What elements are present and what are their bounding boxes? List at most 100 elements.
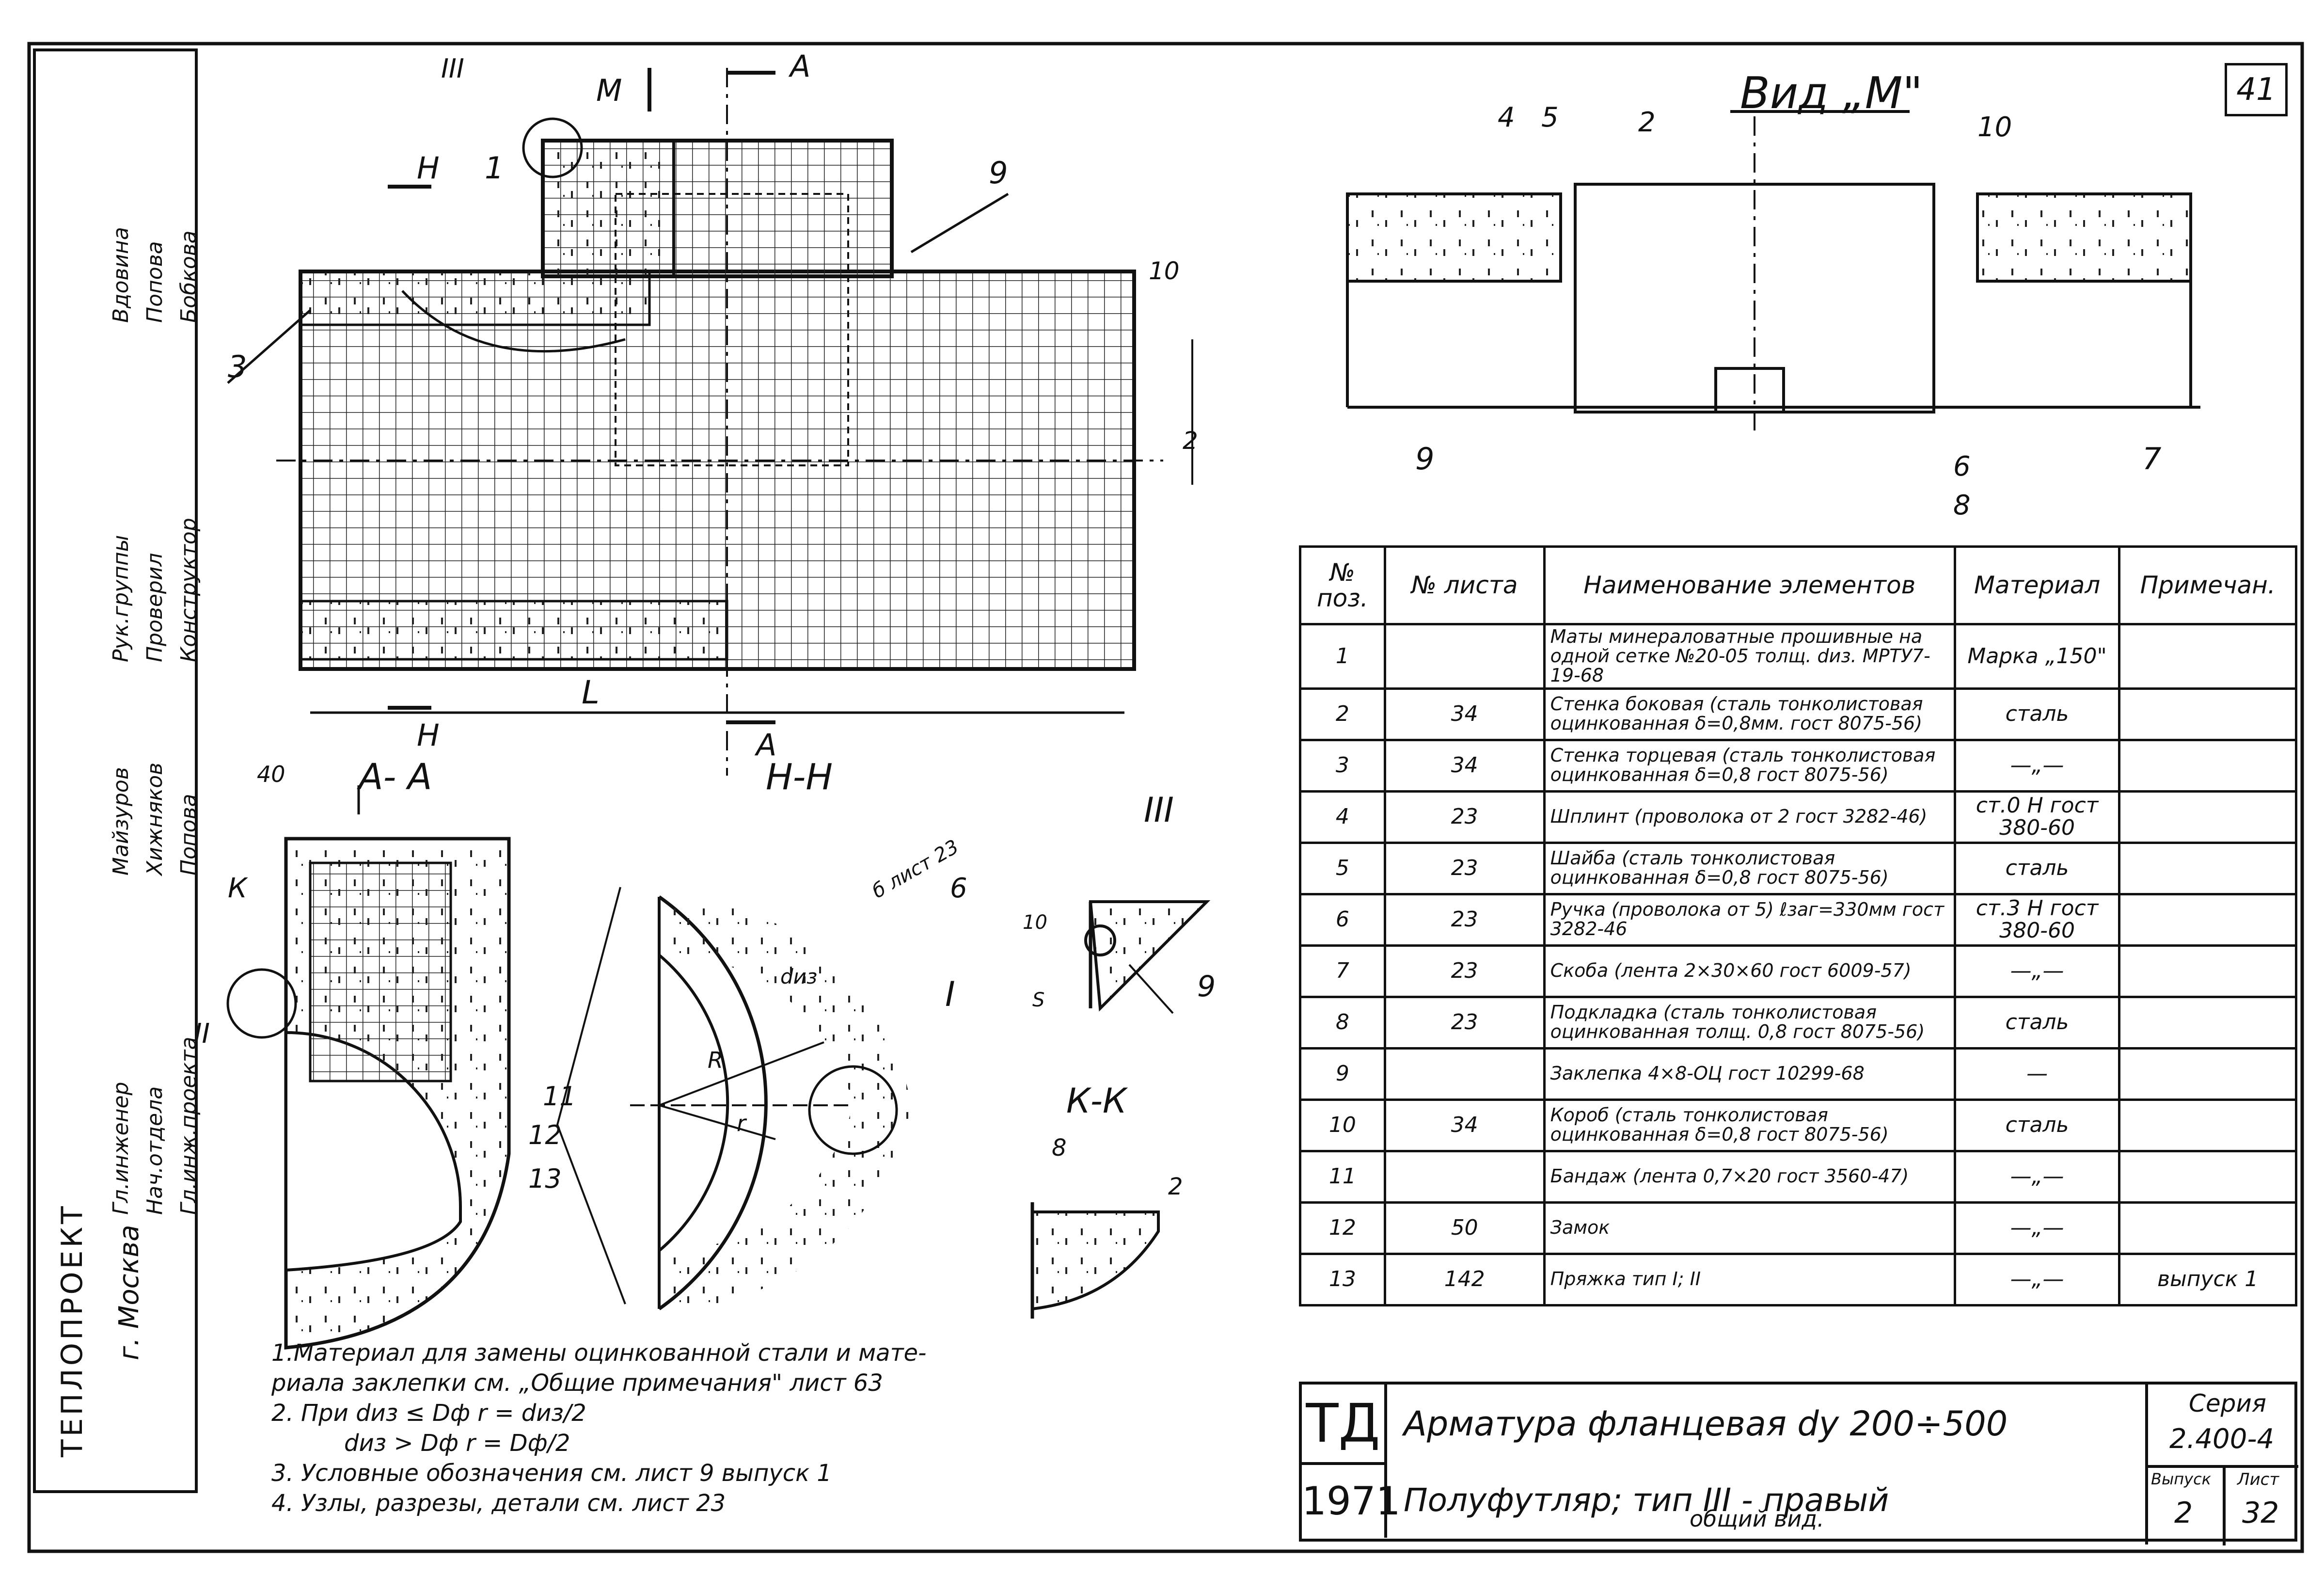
cell-material: сталь bbox=[1953, 1098, 2121, 1152]
cell-material: —„— bbox=[1953, 1201, 2121, 1255]
approval-stamp: ТЕПЛОПРОЕКТ г. Москва Гл.инженер Нач.отд… bbox=[33, 48, 201, 1493]
cell-sheet bbox=[1383, 623, 1546, 690]
section-aa-title: А- А bbox=[359, 756, 432, 798]
drawing-title: Арматура фланцевая dy 200÷500 bbox=[1404, 1404, 2008, 1444]
series-label: Серия bbox=[2189, 1389, 2266, 1417]
cell-pos: 8 bbox=[1299, 995, 1386, 1050]
label-k: К bbox=[228, 873, 247, 904]
stamp-org: ТЕПЛОПРОЕКТ bbox=[55, 1203, 89, 1457]
label-vm-10: 10 bbox=[1977, 111, 2012, 143]
sheet-value: 32 bbox=[2242, 1496, 2279, 1530]
cell-sheet: 34 bbox=[1383, 1098, 1546, 1152]
label-dim-10: 10 bbox=[1149, 257, 1180, 285]
cell-material: сталь bbox=[1953, 841, 2121, 895]
label-pos-1: 1 bbox=[485, 150, 504, 186]
label-h-bottom: Н bbox=[417, 717, 440, 753]
stamp-name-2: Хижняков bbox=[142, 762, 167, 876]
cell-material: ст.0 Н гост 380-60 bbox=[1953, 790, 2121, 844]
label-vm-6: 6 bbox=[1953, 451, 1971, 482]
label-vm-2: 2 bbox=[1638, 107, 1656, 138]
cell-sheet: 34 bbox=[1383, 687, 1546, 741]
cell-name: Скоба (лента 2×30×60 гост 6009-57) bbox=[1543, 944, 1956, 998]
cell-sheet: 23 bbox=[1383, 841, 1546, 895]
cell-material: —„— bbox=[1953, 1252, 2121, 1306]
cell-sheet: 23 bbox=[1383, 790, 1546, 844]
cell-name: Шайба (сталь тонколистовая оцинкованная … bbox=[1543, 841, 1956, 895]
cell-material: — bbox=[1953, 1047, 2121, 1101]
cell-material: сталь bbox=[1953, 687, 2121, 741]
label-6: 6 bbox=[950, 873, 967, 904]
cell-note bbox=[2118, 841, 2297, 895]
detail-kk bbox=[1030, 1202, 1160, 1319]
cell-note bbox=[2118, 790, 2297, 844]
issue-value: 2 bbox=[2174, 1496, 2193, 1530]
cell-sheet: 142 bbox=[1383, 1252, 1546, 1306]
cell-name: Стенка торцевая (сталь тонколистовая оци… bbox=[1543, 738, 1956, 793]
cell-name: Бандаж (лента 0,7×20 гост 3560-47) bbox=[1543, 1149, 1956, 1204]
cell-note bbox=[2118, 1098, 2297, 1152]
stamp-name-6: Бобкова bbox=[176, 230, 201, 323]
label-9b: 9 bbox=[1197, 970, 1216, 1003]
cell-name: Пряжка тип I; II bbox=[1543, 1252, 1956, 1306]
cell-sheet: 50 bbox=[1383, 1201, 1546, 1255]
detail-iii-title: III bbox=[1144, 790, 1174, 830]
stamp-city: г. Москва bbox=[113, 1225, 145, 1360]
label-vm-7: 7 bbox=[2142, 441, 2162, 477]
cell-pos: 1 bbox=[1299, 623, 1386, 690]
detail-iii bbox=[1084, 900, 1211, 1014]
detail-kk-title: К-К bbox=[1066, 1081, 1127, 1121]
stamp-name-5: Попова bbox=[142, 241, 167, 323]
stamp-role-1: Гл.инженер bbox=[109, 1082, 133, 1215]
label-a-bottom: А bbox=[756, 727, 777, 763]
cell-note: выпуск 1 bbox=[2118, 1252, 2297, 1306]
cell-sheet bbox=[1383, 1047, 1546, 1101]
cell-pos: 5 bbox=[1299, 841, 1386, 895]
label-s: S bbox=[1032, 989, 1045, 1011]
view-m-title: Вид „М" bbox=[1740, 68, 1923, 119]
title-block: ТД 1971 Арматура фланцевая dy 200÷500 По… bbox=[1299, 1382, 2298, 1545]
cell-name: Замок bbox=[1543, 1201, 1956, 1255]
note-line: риала заклепки см. „Общие примечания" ли… bbox=[271, 1369, 883, 1397]
label-dim-2: 2 bbox=[1183, 427, 1198, 455]
label-diz: dиз bbox=[780, 965, 818, 988]
cell-name: Стенка боковая (сталь тонколистовая оцин… bbox=[1543, 687, 1956, 741]
cell-name: Подкладка (сталь тонколистовая оцинкован… bbox=[1543, 995, 1956, 1050]
label-vm-9: 9 bbox=[1415, 441, 1435, 477]
col-header-name: Наименование элементов bbox=[1543, 545, 1956, 625]
sheet-label: Лист bbox=[2237, 1470, 2279, 1489]
stamp-name-1: Майзуров bbox=[109, 767, 133, 876]
label-vm-8: 8 bbox=[1953, 490, 1971, 521]
cell-material: сталь bbox=[1953, 995, 2121, 1050]
label-12: 12 bbox=[528, 1120, 562, 1150]
series-value: 2.400-4 bbox=[2169, 1423, 2275, 1455]
stamp-role-2: Нач.отдела bbox=[142, 1086, 167, 1215]
note-line: 3. Условные обозначения см. лист 9 выпус… bbox=[271, 1460, 832, 1487]
plan-view bbox=[227, 68, 1193, 776]
cell-pos: 10 bbox=[1299, 1098, 1386, 1152]
cell-sheet: 23 bbox=[1383, 892, 1546, 947]
cell-note bbox=[2118, 1201, 2297, 1255]
col-header-pos: № поз. bbox=[1299, 545, 1386, 625]
cell-pos: 3 bbox=[1299, 738, 1386, 793]
col-header-sheet: № листа bbox=[1383, 545, 1546, 625]
cell-pos: 2 bbox=[1299, 687, 1386, 741]
cell-note bbox=[2118, 944, 2297, 998]
label-11: 11 bbox=[543, 1081, 576, 1112]
cell-note bbox=[2118, 623, 2297, 690]
label-i: I bbox=[945, 974, 955, 1014]
label-pos-3: 3 bbox=[228, 349, 247, 384]
cell-note bbox=[2118, 1149, 2297, 1204]
cell-name: Заклепка 4×8-ОЦ гост 10299-68 bbox=[1543, 1047, 1956, 1101]
cell-sheet: 23 bbox=[1383, 995, 1546, 1050]
